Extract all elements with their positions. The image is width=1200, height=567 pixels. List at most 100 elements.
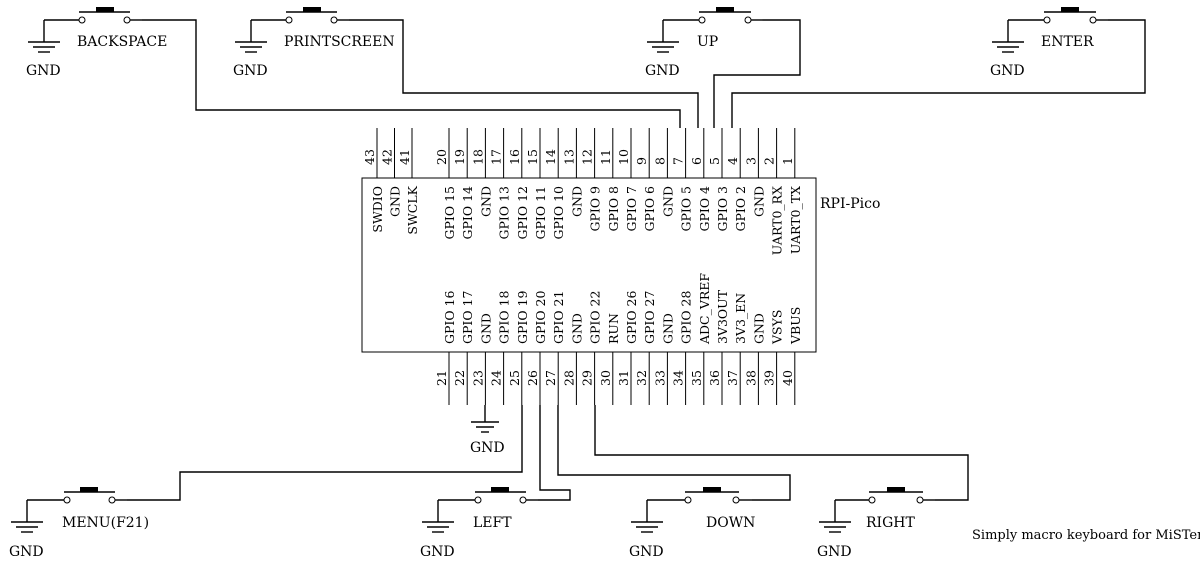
label-right: RIGHT <box>866 515 915 531</box>
pin-number: 4 <box>725 157 740 165</box>
pin-name: GPIO 15 <box>442 186 457 239</box>
pin-name: RUN <box>606 313 621 344</box>
pin-name: GPIO 2 <box>733 186 748 232</box>
pin-name: GPIO 10 <box>551 186 566 240</box>
pin-number: 40 <box>780 370 795 386</box>
pin-name: GPIO 26 <box>624 290 639 344</box>
pin-name: GPIO 28 <box>679 290 694 344</box>
pin-number: 1 <box>780 157 795 165</box>
pin-name: VBUS <box>788 307 803 345</box>
pin-number: 3 <box>743 157 758 165</box>
pin-name: GPIO 9 <box>588 186 603 232</box>
pin-name: GPIO 18 <box>497 290 512 344</box>
pin-number: 30 <box>598 370 613 386</box>
ground-symbol: GND <box>470 405 505 456</box>
gnd-label: GND <box>645 63 680 79</box>
gnd-label: GND <box>9 544 44 560</box>
pin-name: GND <box>660 313 675 344</box>
pin-number: 5 <box>707 157 722 165</box>
pin-name: GPIO 5 <box>679 186 694 232</box>
pin-35: 35 ADC_VREF <box>689 273 712 405</box>
pin-number: 26 <box>525 370 540 386</box>
pin-name: GPIO 6 <box>642 186 657 232</box>
pin-name: ADC_VREF <box>697 273 712 345</box>
button-left: GND LEFT <box>420 487 538 560</box>
wires <box>127 19 1146 501</box>
pin-name: GPIO 3 <box>715 186 730 232</box>
pin-number: 43 <box>362 149 377 165</box>
button-down: GND DOWN <box>629 487 755 560</box>
pin-number: 41 <box>397 149 412 165</box>
pin-number: 32 <box>634 370 649 386</box>
pin-21: 21 GPIO 16 <box>434 290 457 405</box>
button-up: GND UP <box>645 7 763 79</box>
label-up: UP <box>697 34 718 50</box>
pin-number: 11 <box>598 149 613 165</box>
label-printscreen: PRINTSCREEN <box>284 34 395 50</box>
pin-name: GPIO 14 <box>460 186 475 240</box>
wire-enter <box>731 19 1146 128</box>
pin-number: 35 <box>689 370 704 386</box>
pin-name: GPIO 22 <box>588 291 603 344</box>
pin-name: GPIO 27 <box>642 290 657 344</box>
pin-number: 2 <box>762 157 777 165</box>
pin-number: 38 <box>743 370 758 386</box>
button-backspace: GND BACKSPACE <box>26 7 167 79</box>
pin-number: 37 <box>725 370 740 386</box>
pin-name: 3V3OUT <box>715 289 730 344</box>
gnd-label: GND <box>233 63 268 79</box>
pin-number: 25 <box>507 370 522 386</box>
pin-number: 23 <box>470 370 485 386</box>
diagram-caption: Simply macro keyboard for MiSTer <box>972 528 1200 543</box>
pin-number: 24 <box>489 370 504 386</box>
pin-number: 29 <box>580 370 595 386</box>
pin-name: GPIO 20 <box>533 290 548 344</box>
label-backspace: BACKSPACE <box>77 34 167 50</box>
pin-name: GPIO 21 <box>551 291 566 344</box>
pin-name: GPIO 16 <box>442 290 457 344</box>
pin-27: 27 GPIO 21 <box>543 291 566 405</box>
pin-name: GND <box>478 186 493 217</box>
pin-name: VSYS <box>770 310 785 345</box>
pin-number: 19 <box>452 149 467 165</box>
gnd-label: GND <box>990 63 1025 79</box>
pin-29: 29 GPIO 22 <box>580 291 603 405</box>
pin-name: GND <box>751 186 766 217</box>
pin-number: 31 <box>616 370 631 386</box>
pin-name: GND <box>569 313 584 344</box>
pin-number: 16 <box>507 149 522 165</box>
button-printscreen: GND PRINTSCREEN <box>233 7 395 79</box>
pin-32: 32 GPIO 27 <box>634 290 657 405</box>
label-down: DOWN <box>706 515 755 531</box>
pin-number: 27 <box>543 370 558 386</box>
gnd-label: GND <box>470 440 505 456</box>
pin-number: 15 <box>525 149 540 165</box>
gnd-label: GND <box>817 544 852 560</box>
pin-number: 22 <box>452 370 467 386</box>
pin-name: GPIO 12 <box>515 186 530 239</box>
pin-40: 40 VBUS <box>780 307 803 405</box>
pin-number: 21 <box>434 370 449 386</box>
